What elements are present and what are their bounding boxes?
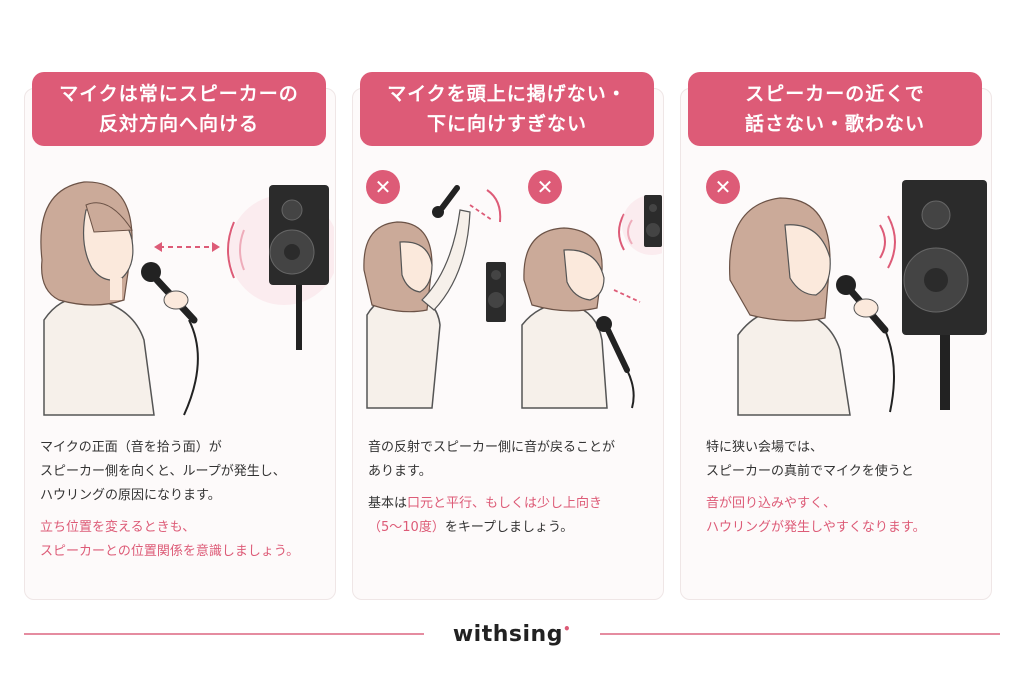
woman-raising-mic	[363, 209, 471, 409]
tip-3-description: 特に狭い会場では、 スピーカーの真前でマイクを使うと 音が回り込みやすく、 ハウ…	[706, 436, 996, 548]
tip-3-paragraph-1: 特に狭い会場では、 スピーカーの真前でマイクを使うと	[706, 436, 996, 484]
text-line: スピーカー側を向くと、ループが発生し、	[40, 464, 286, 479]
tip-1-paragraph-2: 立ち位置を変えるときも、 スピーカーとの位置関係を意識しましょう。	[40, 516, 330, 564]
brand-name: withsing	[452, 622, 563, 647]
speaker-icon	[486, 262, 506, 322]
tip-3-paragraph-2: 音が回り込みやすく、 ハウリングが発生しやすくなります。	[706, 492, 996, 540]
double-arrow-icon	[154, 242, 220, 252]
footer-divider-right	[600, 633, 1000, 635]
tip-3-title-line-1: スピーカーの近くで	[745, 83, 925, 105]
tip-3-title-line-2: 話さない・歌わない	[744, 113, 925, 135]
text-line: ハウリングが発生しやすくなります。	[706, 520, 926, 535]
brand-logo: withsing•	[440, 622, 584, 647]
double-arrow-icon	[613, 289, 641, 303]
text-line: 音が回り込みやすく、	[706, 496, 837, 511]
microphone-icon	[432, 185, 460, 218]
text-line: マイクの正面（音を拾う面）が	[40, 440, 222, 455]
tip-1-title-line-2: 反対方向へ向ける	[98, 113, 259, 135]
speaker-icon	[229, 185, 339, 350]
microphone-icon	[836, 275, 895, 413]
x-mark-icon: ✕	[706, 170, 740, 204]
tip-2-paragraph-1: 音の反射でスピーカー側に音が戻ることが あります。	[368, 436, 658, 484]
text-line: スピーカーとの位置関係を意識しましょう。	[40, 544, 300, 559]
tip-1-description: マイクの正面（音を拾う面）が スピーカー側を向くと、ループが発生し、 ハウリング…	[40, 436, 330, 572]
x-mark-icon: ✕	[366, 170, 400, 204]
text-line: 音の反射でスピーカー側に音が戻ることが	[368, 440, 616, 455]
microphone-icon	[141, 262, 199, 416]
tip-2-title: マイクを頭上に掲げない・ 下に向けすぎない	[360, 72, 654, 146]
tip-2-illustration: ✕ ✕	[352, 150, 682, 420]
x-mark-icon: ✕	[528, 170, 562, 204]
woman-figure	[728, 197, 851, 416]
speaker-icon	[622, 195, 682, 255]
double-arrow-icon	[469, 189, 502, 223]
text-line: 特に狭い会場では、	[706, 440, 824, 455]
tip-1-title-line-1: マイクは常にスピーカーの	[59, 83, 299, 105]
tip-2-paragraph-2: 基本は口元と平行、もしくは少し上向き （5〜10度）をキープしましょう。	[368, 492, 658, 540]
tip-2-title-line-2: 下に向けすぎない	[426, 113, 587, 135]
text-line: スピーカーの真前でマイクを使うと	[706, 464, 914, 479]
sound-wave-icon	[879, 215, 896, 269]
footer-divider-left	[24, 633, 424, 635]
woman-pointing-mic-down	[521, 227, 608, 409]
text-line: ハウリングの原因になります。	[40, 488, 221, 503]
tip-3-title: スピーカーの近くで 話さない・歌わない	[688, 72, 982, 146]
text-line: あります。	[368, 464, 432, 479]
microphone-icon	[596, 316, 635, 409]
speaker-icon	[902, 180, 987, 410]
tip-1-title: マイクは常にスピーカーの 反対方向へ向ける	[32, 72, 326, 146]
text-line: 基本は口元と平行、もしくは少し上向き	[368, 496, 603, 511]
woman-figure	[40, 181, 155, 416]
tip-3-illustration: ✕	[680, 150, 990, 420]
brand-dot: •	[562, 622, 572, 636]
tip-1-paragraph-1: マイクの正面（音を拾う面）が スピーカー側を向くと、ループが発生し、 ハウリング…	[40, 436, 330, 508]
tip-1-illustration	[24, 150, 339, 420]
text-line: 立ち位置を変えるときも、	[40, 520, 196, 535]
text-line: （5〜10度）をキープしましょう。	[368, 520, 574, 535]
tip-2-title-line-1: マイクを頭上に掲げない・	[387, 83, 627, 105]
tip-2-description: 音の反射でスピーカー側に音が戻ることが あります。 基本は口元と平行、もしくは少…	[368, 436, 658, 548]
